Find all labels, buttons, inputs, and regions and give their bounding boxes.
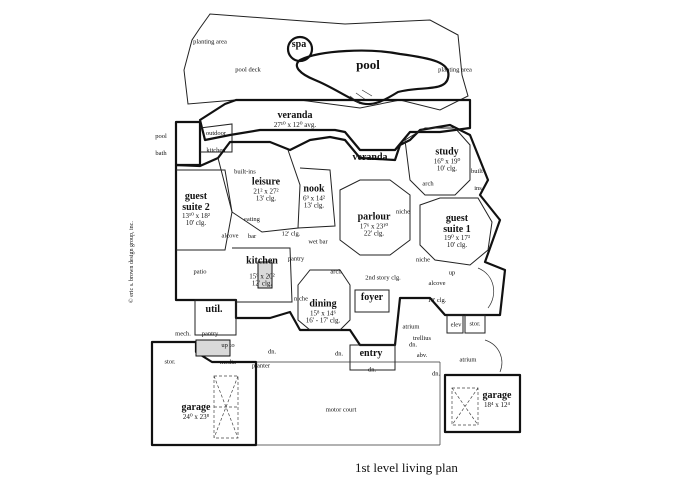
patio-label: patio <box>193 268 207 276</box>
foyer-label: foyer <box>360 291 384 303</box>
pool-deck-label: pool deck <box>235 66 261 74</box>
spa-outline <box>286 35 314 63</box>
dn-atrium-label: dn. <box>408 341 418 349</box>
util-walls <box>194 299 237 336</box>
niche-dining-label: niche <box>293 295 309 303</box>
dining-walls <box>297 269 351 331</box>
pool-bath-walls <box>174 120 202 167</box>
copyright-text: © eric s. brown design group, inc. <box>129 221 135 303</box>
study-walls <box>404 127 471 196</box>
parlour-walls <box>339 179 411 256</box>
pool-steps <box>349 89 373 105</box>
pool-deck-outline <box>183 13 469 111</box>
outdoor-kitchen-walls <box>199 123 233 153</box>
kitchen-island <box>257 261 273 289</box>
dn-left-label: dn. <box>267 348 277 356</box>
pool-outline <box>295 49 450 106</box>
eating-bar-label: eating bar <box>244 216 260 240</box>
right-garage-walls <box>443 373 522 434</box>
up-to-media-label: up to media <box>220 342 236 366</box>
motor-court-label: motor court <box>325 406 357 414</box>
stor-left-label: stor. <box>164 358 176 366</box>
arch-center-label: arch <box>330 268 342 276</box>
left-garage-stair <box>195 339 231 357</box>
dn-entry-label: dn. <box>367 366 377 374</box>
niche-parlour-label: niche <box>395 208 411 216</box>
entry-label: entry <box>359 347 383 359</box>
right-garage-door <box>451 387 479 426</box>
trellis-label: trellius abv. <box>412 335 432 359</box>
leisure-walls <box>217 149 301 233</box>
two-story-clg-label: 2nd story clg. <box>365 274 401 282</box>
foyer-walls <box>354 289 390 313</box>
arch-study-label: arch <box>422 180 434 188</box>
mech-label: mech. <box>175 330 191 338</box>
up-gs1-label: up <box>448 269 456 277</box>
veranda-outline <box>198 98 472 152</box>
house-outer-walls <box>174 123 507 347</box>
dn-center-label: dn. <box>334 350 344 358</box>
clg-12-label: 12' clg. <box>281 230 301 238</box>
guest-suite-1-walls <box>419 197 493 266</box>
wet-bar-label: wet bar <box>308 238 328 246</box>
pool-bath-label: pool bath <box>155 133 167 157</box>
right-atrium-curve <box>484 339 503 373</box>
motor-court-edge <box>256 361 441 446</box>
spa-label: spa <box>291 38 307 50</box>
pantry-center-label: pantry <box>287 255 305 263</box>
veranda-mid-label: veranda <box>352 151 388 163</box>
alcove-left-label: alcove <box>221 232 239 240</box>
atrium-center-label: atrium <box>402 323 420 331</box>
elev-label: elev <box>450 321 462 329</box>
planter-label: planter <box>251 362 271 370</box>
niche-gs1-label: niche <box>415 256 431 264</box>
planting-area-left-label: planting area <box>193 38 227 46</box>
gs1-stair-curve <box>477 267 495 309</box>
stor-right-box <box>464 314 486 334</box>
left-garage-door-1 <box>213 375 239 439</box>
dn-right-label: dn. <box>431 370 441 378</box>
elev-box <box>446 314 464 334</box>
pantry-util-label: pantry <box>201 330 219 338</box>
atrium-right-label: atrium <box>459 356 477 364</box>
outdoor-kitchen-label: outdoor kitchen <box>205 130 227 154</box>
nook-walls <box>297 167 336 229</box>
kitchen-walls <box>232 247 293 303</box>
plan-caption: 1st level living plan <box>355 460 458 475</box>
built-ins-left-label: built-ins <box>234 168 256 176</box>
util-label: util. <box>205 303 223 315</box>
stor-right-label: stor. <box>469 320 481 328</box>
built-ins-right-label: built-ins <box>470 168 486 192</box>
pool-label: pool <box>356 57 380 73</box>
planting-area-right-label: planting area <box>438 66 472 74</box>
guest-suite-2-walls <box>176 169 233 251</box>
